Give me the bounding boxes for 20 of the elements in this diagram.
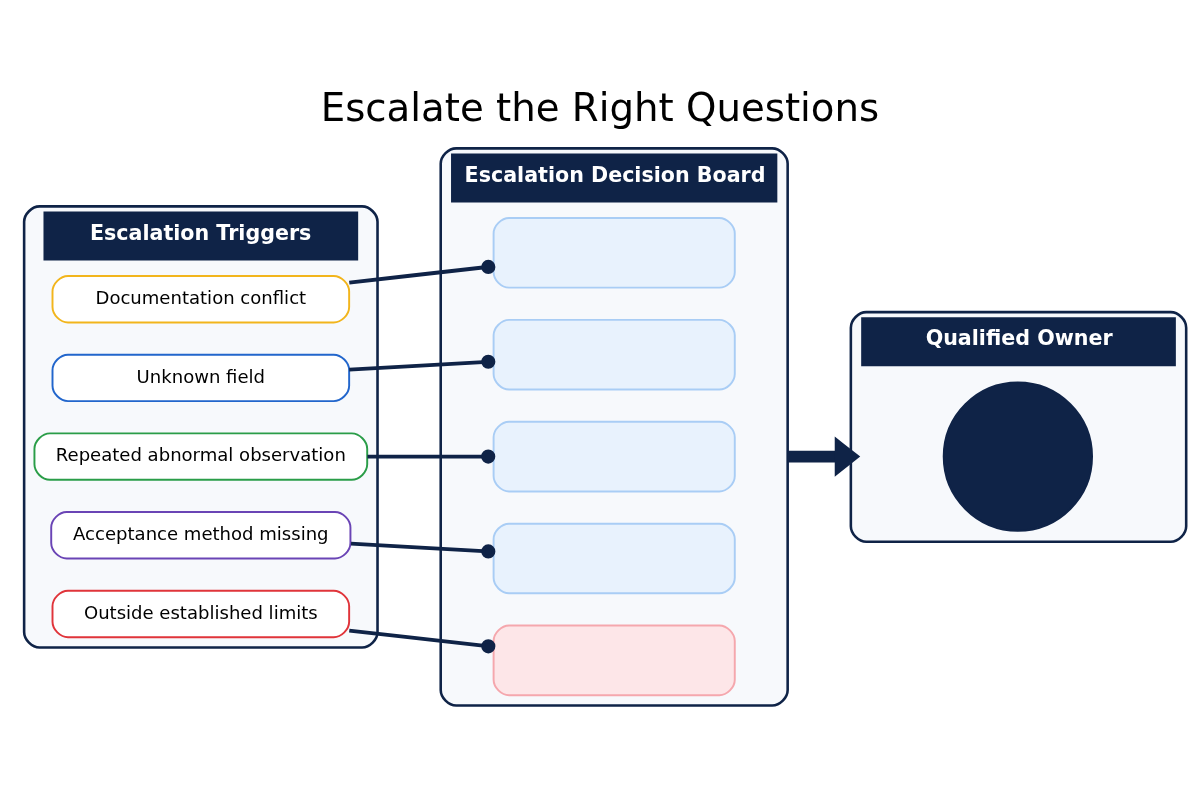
node-box: Unknown field <box>51 353 351 402</box>
connector <box>349 259 496 285</box>
node-box: Documentation conflict <box>51 274 351 323</box>
connector <box>350 541 496 559</box>
node-box: Repeated abnormal observation <box>33 431 369 481</box>
node-box <box>492 522 736 594</box>
diagram-title: Escalate the Right Questions <box>320 84 880 130</box>
node-box <box>492 624 736 696</box>
node-person <box>942 380 1093 532</box>
node-box: Outside established limits <box>51 589 351 638</box>
node-box <box>492 420 736 492</box>
cluster: Qualified Owner <box>849 310 1188 543</box>
node-box: Acceptance method missing <box>50 510 352 559</box>
connector <box>349 354 496 372</box>
arrow <box>787 436 861 477</box>
node-box <box>492 216 736 289</box>
cluster: Escalation Decision Board <box>439 146 789 707</box>
connector <box>349 628 496 653</box>
node-box <box>492 318 736 390</box>
connector <box>367 449 496 464</box>
